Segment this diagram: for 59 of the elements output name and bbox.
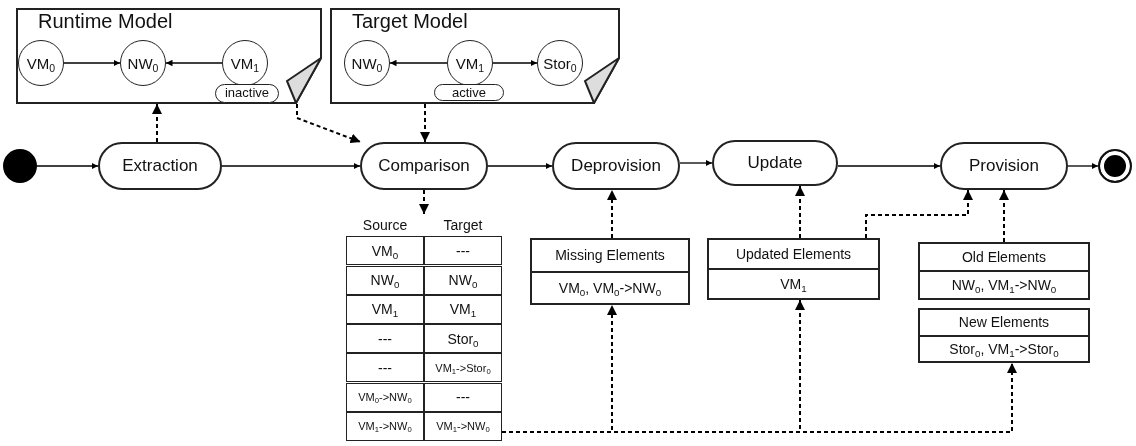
- table-cell: VM$_{1}$: [346, 294, 424, 324]
- box-text: VM$_{0}$, VM$_{0}$->NW$_{0}$: [557, 278, 663, 300]
- activity-node: Extraction: [98, 142, 222, 190]
- element-list-box: [918, 242, 1090, 300]
- box-heading: Updated Elements: [709, 240, 878, 270]
- table-cell: VM$_{1}$->NW$_{0}$: [346, 411, 424, 441]
- table-cell: VM$_{0}$: [346, 236, 424, 266]
- dashed-arrow: [607, 189, 617, 239]
- dashed-arrow: [795, 185, 805, 239]
- element-list-box: [918, 308, 1090, 363]
- panel-title: Target Model: [352, 10, 468, 33]
- box-heading: New Elements: [920, 310, 1088, 337]
- column-header: Target: [442, 216, 484, 235]
- arrow: [165, 59, 223, 67]
- box-text: VM$_{1}$: [779, 275, 808, 296]
- element-list-box: [707, 238, 880, 300]
- dashed-arrow: [420, 103, 430, 143]
- box-text: Stor$_{0}$, VM$_{1}$->Stor$_{0}$: [948, 339, 1060, 361]
- table-cell: VM$_{1}$->NW$_{0}$: [424, 411, 502, 441]
- arrow: [679, 159, 713, 167]
- arrow: [487, 162, 553, 170]
- dashed-arrow: [865, 189, 973, 239]
- activity-node: Comparison: [360, 142, 488, 190]
- table-cell: VM$_{1}$->Stor$_{0}$: [424, 353, 502, 383]
- box-text: NW$_{0}$, VM$_{1}$->NW$_{0}$: [950, 276, 1058, 297]
- table-cell: VM$_{1}$: [424, 294, 502, 324]
- arrow: [389, 59, 448, 67]
- arrow: [837, 162, 941, 170]
- document-shape: [330, 8, 620, 104]
- element-list-box: [530, 238, 690, 305]
- table-cell: ---: [346, 324, 424, 353]
- table-cell: ---: [424, 236, 502, 266]
- arrow: [492, 59, 538, 67]
- final-state-circle: [1098, 149, 1132, 183]
- activity-node: Provision: [940, 142, 1068, 190]
- column-header: Source: [361, 216, 409, 235]
- arrow: [36, 162, 99, 170]
- table-cell: ---: [424, 382, 502, 412]
- initial-state-circle: [3, 149, 37, 183]
- box-heading: Old Elements: [920, 244, 1088, 272]
- arrow: [1067, 162, 1099, 170]
- dashed-arrow: [296, 103, 362, 144]
- table-cell: Stor$_{0}$: [424, 324, 502, 353]
- box-heading: Missing Elements: [532, 240, 688, 273]
- table-cell: NW$_{0}$: [424, 265, 502, 295]
- activity-node: Update: [712, 140, 838, 186]
- dashed-arrow: [152, 103, 162, 143]
- table-cell: NW$_{0}$: [346, 265, 424, 295]
- table-cell: VM$_{0}$->NW$_{0}$: [346, 382, 424, 412]
- document-shape: [16, 8, 322, 104]
- dashed-arrow: [999, 189, 1009, 243]
- table-cell: ---: [346, 353, 424, 383]
- panel-title: Runtime Model: [38, 10, 173, 33]
- status-tag: inactive: [215, 84, 279, 103]
- status-tag: active: [434, 84, 504, 101]
- arrow: [63, 59, 121, 67]
- dashed-arrow: [419, 189, 429, 215]
- arrow: [221, 162, 361, 170]
- activity-node: Deprovision: [552, 142, 680, 190]
